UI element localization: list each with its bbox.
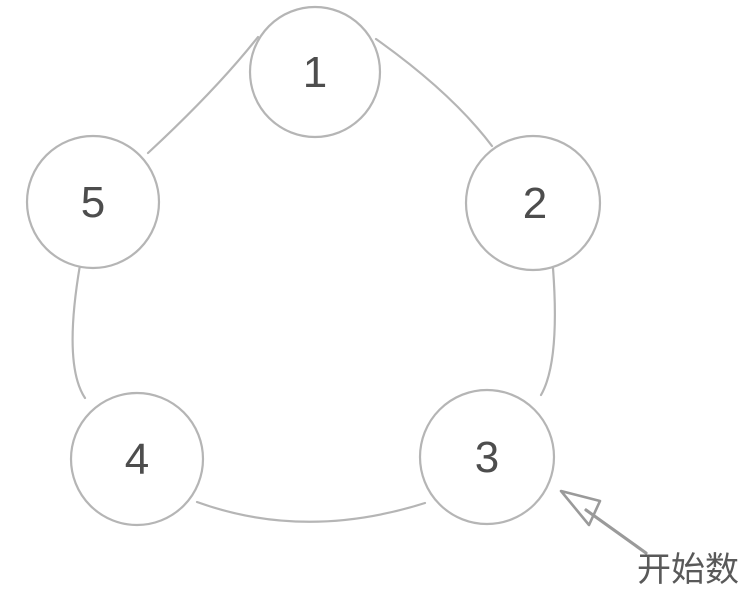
edge-group — [71, 35, 556, 523]
start-number-annotation-label: 开始数 — [637, 550, 739, 590]
node-circle-5[interactable] — [25, 134, 161, 270]
annotation-arrow-head-icon — [559, 489, 602, 527]
node-group — [25, 5, 602, 527]
edge-4-to-5 — [71, 263, 87, 400]
edge-1-to-2 — [374, 37, 494, 148]
node-label-4: 4 — [124, 435, 150, 484]
node-circle-2[interactable] — [464, 134, 602, 272]
annotation-arrow — [559, 489, 648, 555]
annotation-arrow-shaft — [584, 508, 648, 555]
node-label-3: 3 — [474, 433, 500, 482]
node-circle-3[interactable] — [418, 388, 556, 526]
node-circle-4[interactable] — [69, 391, 205, 527]
edge-2-to-3 — [539, 266, 556, 397]
edge-3-to-4 — [195, 500, 427, 523]
node-label-2: 2 — [522, 179, 548, 228]
edge-5-to-1 — [146, 35, 260, 155]
node-label-5: 5 — [80, 178, 106, 227]
node-label-1: 1 — [302, 48, 328, 97]
node-circle-1[interactable] — [248, 5, 382, 139]
